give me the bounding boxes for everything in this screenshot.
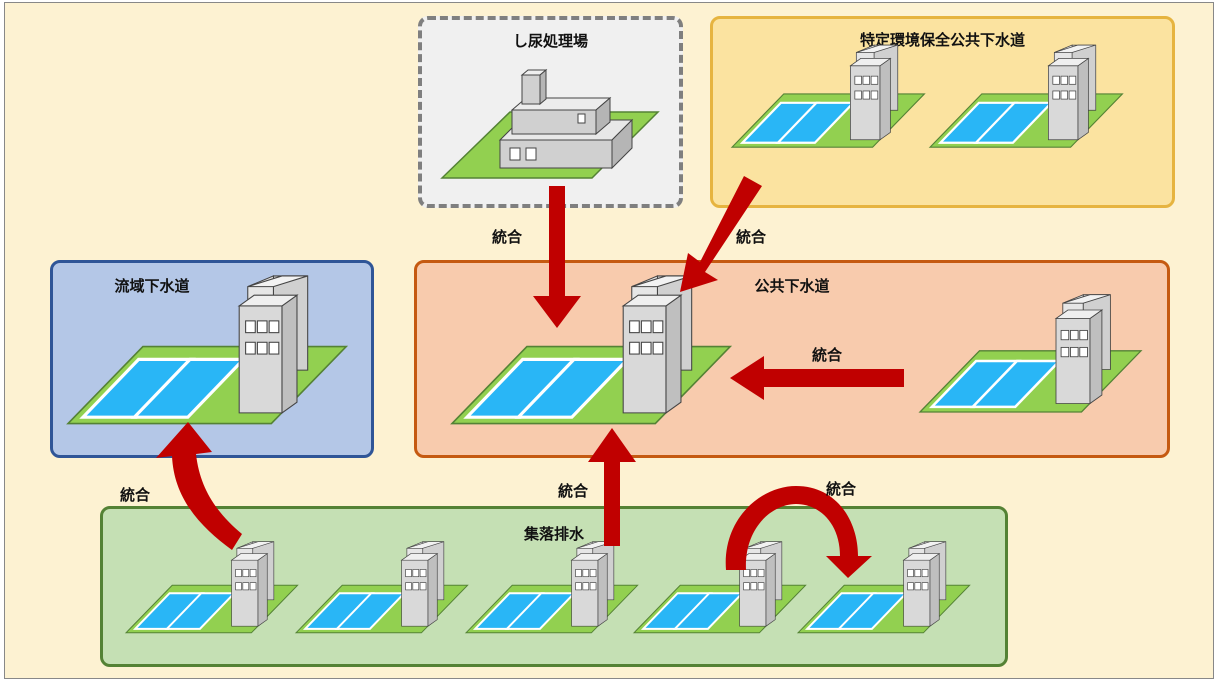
plant-tokutei-2: [928, 43, 1124, 149]
box-title-village-drainage: 集落排水: [523, 525, 584, 543]
label-integration-small: 統合: [812, 346, 843, 364]
label-integration-basin: 統合: [120, 486, 151, 504]
label-integration-tokutei: 統合: [736, 228, 767, 246]
box-title-specified-env-sewerage: 特定環境保全公共下水道: [859, 31, 1025, 49]
box-title-public-sewerage: 公共下水道: [754, 277, 830, 295]
arrow-village-to-village: [725, 486, 872, 578]
box-title-night-soil-plant: し尿処理場: [512, 32, 588, 50]
arrow-tokutei-to-public: [680, 176, 762, 292]
plant-shuraku-1: [125, 540, 299, 634]
label-integration-village-loop: 統合: [826, 480, 857, 498]
arrow-village-to-basin: [156, 422, 242, 550]
box-title-basin-sewerage: 流域下水道: [114, 277, 190, 295]
arrow-village-to-public: [588, 428, 636, 546]
arrow-nightsoil-to-public: [533, 186, 581, 328]
plant-tokutei-1: [730, 43, 926, 149]
plant-kokyo-main: [450, 274, 732, 426]
label-integration-village-up: 統合: [558, 482, 589, 500]
integration-arrows: [156, 176, 904, 578]
arrow-small-to-public: [730, 356, 904, 400]
plant-shuraku-4: [633, 540, 807, 634]
night-soil-plant-illustration: [440, 68, 660, 179]
plant-shuraku-3: [465, 540, 639, 634]
plant-shuraku-5: [797, 540, 971, 634]
label-integration-nightsoil: 統合: [492, 228, 523, 246]
plant-shuraku-2: [295, 540, 469, 634]
plant-ryuiki: [66, 274, 348, 426]
plant-kokyo-small: [918, 293, 1143, 414]
